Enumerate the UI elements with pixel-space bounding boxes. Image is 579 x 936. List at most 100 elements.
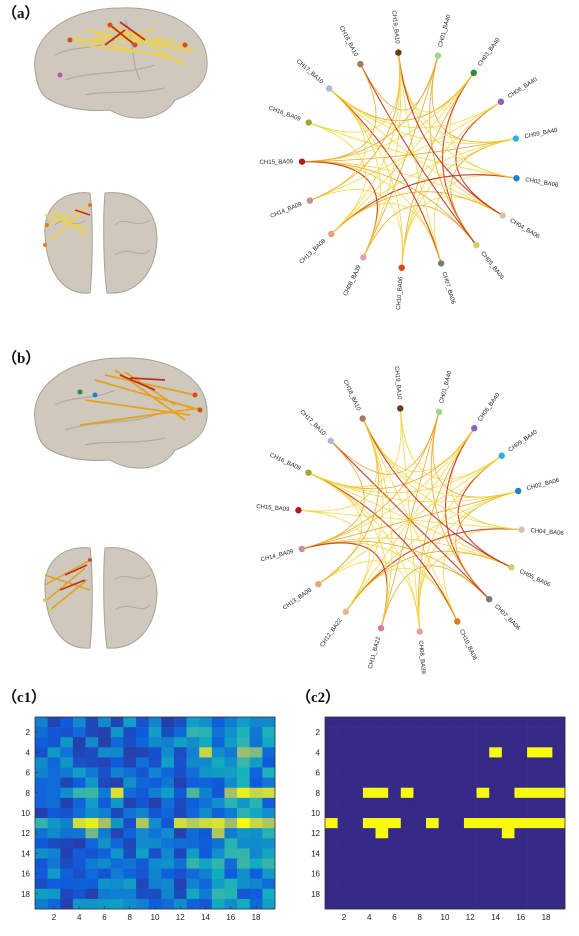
matrix-cell bbox=[98, 727, 112, 738]
matrix-cell bbox=[489, 848, 503, 859]
matrix-cell bbox=[161, 757, 175, 768]
matrix-cell bbox=[325, 818, 338, 829]
channel-node bbox=[315, 581, 322, 588]
matrix-cell bbox=[337, 747, 351, 758]
matrix-cell bbox=[476, 727, 490, 738]
matrix-cell bbox=[98, 737, 112, 748]
panel-label-b: （b） bbox=[2, 351, 41, 367]
matrix-cell bbox=[148, 898, 162, 910]
matrix-cell bbox=[224, 727, 238, 738]
connection-edge bbox=[399, 408, 421, 632]
matrix-cell bbox=[148, 727, 162, 738]
matrix-cell bbox=[552, 888, 566, 900]
matrix-cell bbox=[426, 898, 439, 910]
channel-label: CH10_BA06 bbox=[458, 629, 478, 662]
matrix-cell bbox=[72, 767, 86, 778]
matrix-cell bbox=[350, 898, 364, 910]
matrix-cell bbox=[47, 797, 61, 809]
matrix-cell bbox=[362, 727, 376, 738]
matrix-cell bbox=[375, 888, 389, 900]
matrix-cell bbox=[350, 717, 364, 728]
matrix-cell bbox=[362, 858, 376, 869]
matrix-cell bbox=[123, 717, 137, 728]
matrix-cell bbox=[60, 797, 74, 809]
connection-edge bbox=[309, 88, 366, 201]
matrix-cell bbox=[60, 848, 74, 859]
channel-label: CH07_BA06 bbox=[493, 604, 521, 632]
channel-label: CH10_BA06 bbox=[396, 276, 405, 310]
matrix-cell bbox=[186, 717, 200, 728]
channel-label: CH09_BA40 bbox=[524, 128, 559, 141]
matrix-cell bbox=[47, 767, 61, 778]
y-tick-label: 4 bbox=[316, 748, 321, 757]
matrix-cell bbox=[489, 787, 503, 799]
matrix-cell bbox=[413, 727, 427, 738]
matrix-cell bbox=[325, 797, 338, 809]
matrix-cell bbox=[375, 757, 389, 768]
matrix-cell bbox=[388, 868, 402, 879]
matrix-cell bbox=[489, 858, 503, 869]
matrix-cell bbox=[527, 888, 541, 900]
matrix-cell bbox=[375, 777, 389, 789]
matrix-cell bbox=[463, 848, 477, 859]
matrix-cell bbox=[47, 777, 61, 789]
matrix-cell bbox=[527, 767, 541, 778]
matrix-cell bbox=[35, 878, 48, 890]
channel-label: CH15_BA09 bbox=[260, 159, 294, 166]
matrix-cell bbox=[375, 767, 389, 778]
matrix-cell bbox=[35, 787, 48, 799]
matrix-cell bbox=[136, 717, 149, 728]
matrix-cell bbox=[161, 777, 175, 789]
matrix-cell bbox=[123, 757, 137, 768]
matrix-cell bbox=[337, 757, 351, 768]
matrix-cell bbox=[527, 727, 541, 738]
channel-node bbox=[498, 452, 505, 459]
channel-node bbox=[471, 425, 478, 432]
matrix-cell bbox=[337, 848, 351, 859]
matrix-cell bbox=[148, 858, 162, 869]
matrix-cell bbox=[262, 818, 276, 829]
matrix-cell bbox=[47, 727, 61, 738]
connectivity-circle-a: CH01_BA40CH03_BA40CH06_BA40CH09_BA40CH02… bbox=[260, 10, 560, 310]
matrix-cell bbox=[514, 717, 528, 728]
matrix-cell bbox=[35, 838, 48, 849]
matrix-cell bbox=[539, 747, 553, 758]
matrix-cell bbox=[161, 717, 175, 728]
matrix-cell bbox=[413, 767, 427, 778]
channel-label: CH16_BA09 bbox=[269, 453, 302, 473]
matrix-cell bbox=[173, 797, 187, 809]
matrix-cell bbox=[451, 727, 465, 738]
matrix-cell bbox=[413, 737, 427, 748]
channel-node bbox=[298, 158, 306, 165]
matrix-cell bbox=[123, 797, 137, 809]
matrix-cell bbox=[514, 797, 528, 809]
matrix-cell bbox=[539, 807, 553, 819]
matrix-cell bbox=[501, 888, 515, 900]
y-tick-label: 16 bbox=[311, 870, 320, 879]
matrix-cell bbox=[552, 898, 566, 910]
matrix-cell bbox=[72, 898, 86, 910]
matrix-cell bbox=[552, 807, 566, 819]
matrix-cell bbox=[123, 838, 137, 849]
matrix-cell bbox=[161, 787, 175, 799]
matrix-cell bbox=[136, 767, 149, 778]
channel-node bbox=[305, 469, 312, 476]
matrix-cell bbox=[476, 757, 490, 768]
matrix-cell bbox=[199, 858, 213, 869]
matrix-cell bbox=[463, 757, 477, 768]
matrix-cell bbox=[249, 858, 263, 869]
matrix-cell bbox=[350, 818, 364, 829]
matrix-cell bbox=[98, 898, 112, 910]
matrix-cell bbox=[211, 858, 225, 869]
matrix-cell bbox=[47, 858, 61, 869]
matrix-cell bbox=[463, 878, 477, 890]
matrix-cell bbox=[161, 747, 175, 758]
matrix-cell bbox=[426, 777, 439, 789]
matrix-cell bbox=[388, 737, 402, 748]
connection-edge bbox=[331, 202, 442, 264]
matrix-cell bbox=[552, 818, 566, 829]
matrix-cell bbox=[350, 878, 364, 890]
matrix-cell bbox=[224, 848, 238, 859]
matrix-cell bbox=[85, 747, 99, 758]
